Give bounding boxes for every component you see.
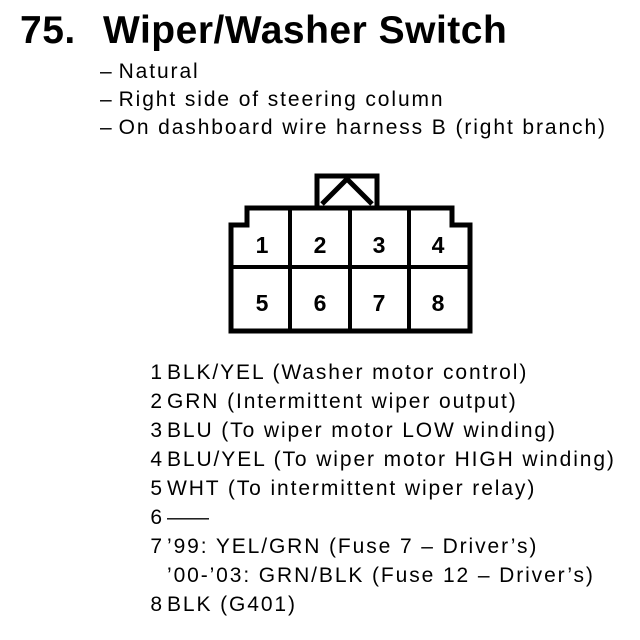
pinout-row: 5 WHT (To intermittent wiper relay): [150, 474, 616, 503]
pin-description: BLK/YEL (Washer motor control): [167, 361, 529, 384]
connector-figure: 1 2 3 4 5 6 7 8: [228, 173, 473, 334]
pinout-row-continuation: ’00-’03: GRN/BLK (Fuse 12 – Driver’s): [150, 561, 616, 590]
pin-description: BLU/YEL (To wiper motor HIGH winding): [167, 448, 616, 471]
pin-cell-4: 4: [432, 232, 445, 258]
pin-cell-2: 2: [314, 232, 327, 258]
connector-diagram: 1 2 3 4 5 6 7 8: [210, 170, 485, 340]
pin-description: ’99: YEL/GRN (Fuse 7 – Driver’s): [167, 535, 539, 558]
attribute-item: – Natural: [100, 58, 607, 86]
no-connection-dash: ——: [167, 506, 209, 529]
attribute-text: On dashboard wire harness B (right branc…: [118, 116, 607, 139]
latch-arrow-icon: [320, 175, 374, 206]
pinout-row: 7 ’99: YEL/GRN (Fuse 7 – Driver’s): [150, 532, 616, 561]
page-title: Wiper/Washer Switch: [103, 9, 508, 52]
pinout-row: 1 BLK/YEL (Washer motor control): [150, 358, 616, 387]
pin-number: 8: [150, 593, 162, 616]
pin-number: 7: [150, 535, 162, 558]
attribute-item: – Right side of steering column: [100, 86, 607, 114]
dash-marker: –: [100, 88, 114, 111]
pin-number: 5: [150, 477, 162, 500]
attribute-list: – Natural – Right side of steering colum…: [100, 58, 607, 142]
pin-cell-8: 8: [432, 290, 445, 316]
pin-cell-7: 7: [373, 290, 386, 316]
pin-number: 6: [150, 506, 162, 529]
pinout-row: 8 BLK (G401): [150, 590, 616, 619]
pin-cell-5: 5: [256, 290, 269, 316]
attribute-text: Right side of steering column: [118, 88, 445, 111]
pin-number: 2: [150, 390, 162, 413]
pinout-row: 6 ——: [150, 503, 616, 532]
pin-cell-1: 1: [256, 232, 269, 258]
dash-marker: –: [100, 116, 114, 139]
pin-description: GRN (Intermittent wiper output): [167, 390, 518, 413]
page-heading: 75. Wiper/Washer Switch: [20, 9, 508, 52]
pin-number: 3: [150, 419, 162, 442]
pin-description: BLU (To wiper motor LOW winding): [167, 419, 557, 442]
attribute-item: – On dashboard wire harness B (right bra…: [100, 114, 607, 142]
pinout-list: 1 BLK/YEL (Washer motor control) 2 GRN (…: [150, 358, 616, 619]
pinout-row: 3 BLU (To wiper motor LOW winding): [150, 416, 616, 445]
pin-number: 1: [150, 361, 162, 384]
item-number: 75.: [20, 9, 76, 52]
pinout-row: 2 GRN (Intermittent wiper output): [150, 387, 616, 416]
pin-description: WHT (To intermittent wiper relay): [167, 477, 537, 500]
pin-description: ’00-’03: GRN/BLK (Fuse 12 – Driver’s): [167, 564, 595, 587]
attribute-text: Natural: [118, 60, 200, 83]
pin-cell-6: 6: [314, 290, 327, 316]
pin-number: 4: [150, 448, 162, 471]
pin-description: BLK (G401): [167, 593, 297, 616]
dash-marker: –: [100, 60, 114, 83]
pin-cell-3: 3: [373, 232, 386, 258]
pinout-row: 4 BLU/YEL (To wiper motor HIGH winding): [150, 445, 616, 474]
pin-number: [150, 561, 162, 590]
